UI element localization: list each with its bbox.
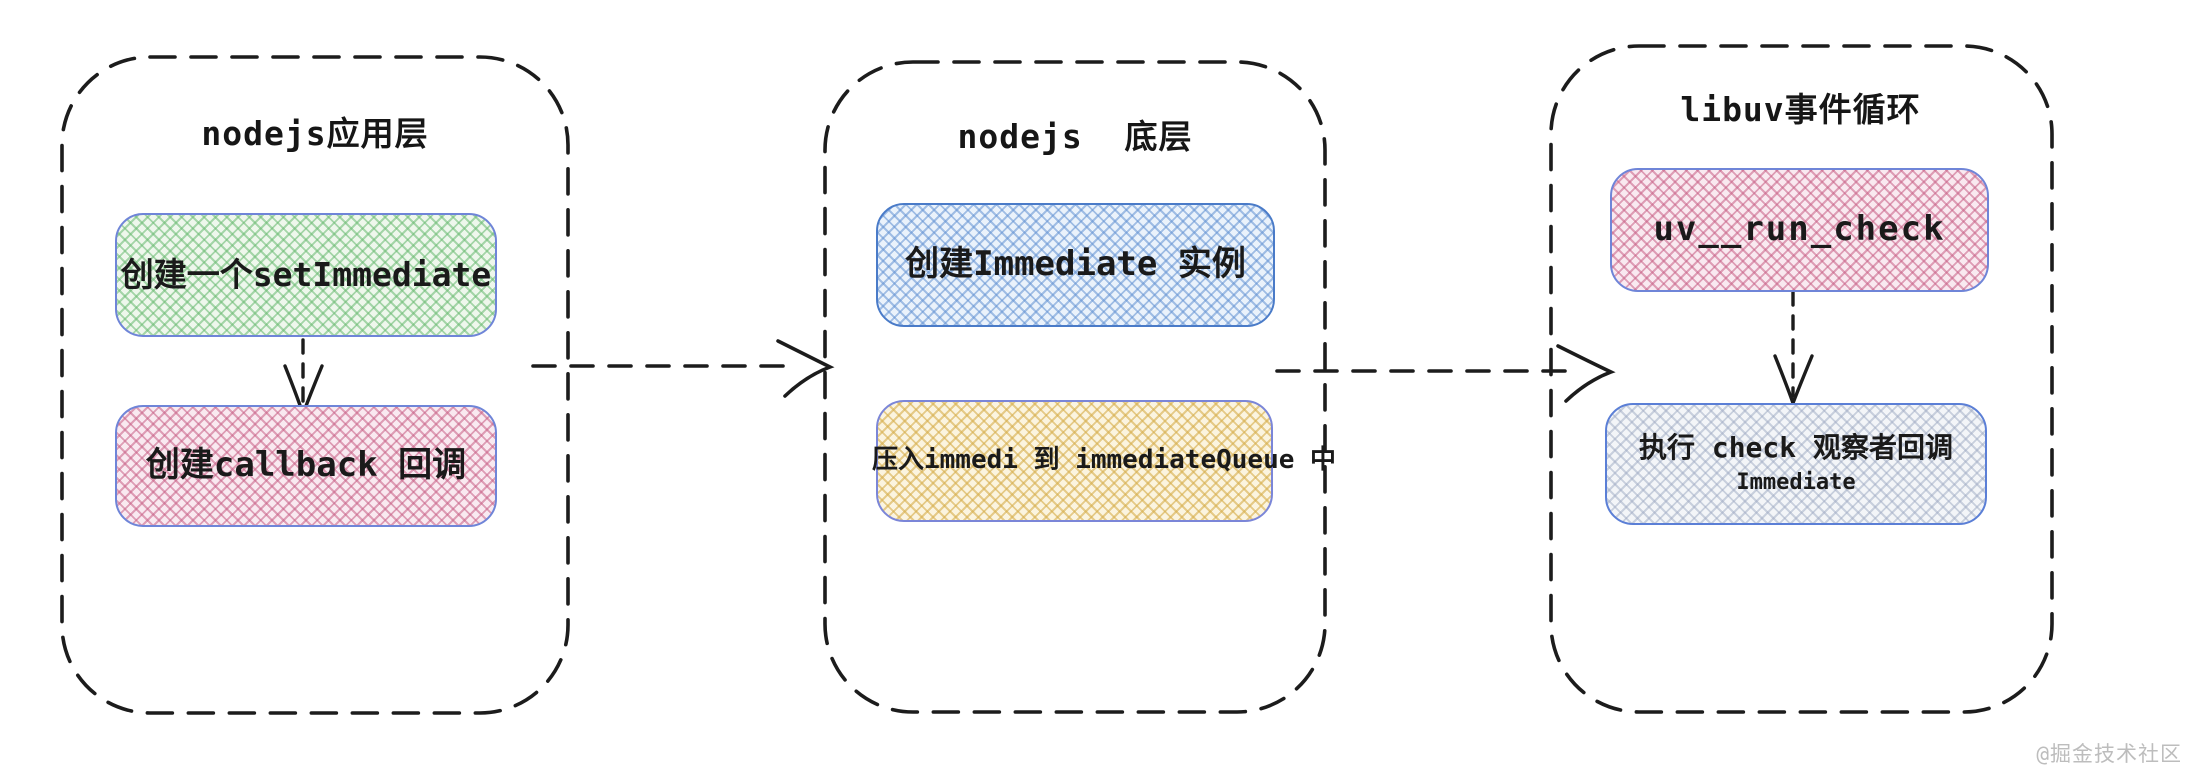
node-label: 创建一个setImmediate [120, 255, 492, 295]
node-sublabel: Immediate [1736, 469, 1856, 495]
group-outline-nodejs-core [823, 60, 1327, 714]
arrow-node-core-to-libuv [1275, 344, 1616, 403]
node-create-immediate-instance: 创建Immediate 实例 [876, 203, 1275, 327]
node-label: 创建Immediate 实例 [905, 244, 1246, 285]
node-push-immediate-queue: 压入immedi 到 immediateQueue 中 [872, 400, 1336, 522]
node-uv-run-check: uv__run_check [1610, 168, 1989, 292]
group-nodejs-core: nodejs 底层 创建Immediate 实例 压入immedi 到 imme… [823, 60, 1336, 713]
group-nodejs-app-layer: nodejs应用层 创建一个setImmediate 创建callback 回调 [60, 55, 570, 715]
arrow-app-layer-to-node-core [531, 339, 835, 398]
group-libuv-loop: libuv事件循环 uv__run_check 执行 check 观察者回调 I… [1548, 45, 2053, 714]
group-outline-libuv-loop [1549, 44, 2054, 714]
node-label: 创建callback 回调 [145, 445, 467, 486]
watermark: @掘金技术社区 [2036, 742, 2182, 766]
group-title-nodejs-core: nodejs 底层 [957, 117, 1193, 156]
group-title-libuv-loop: libuv事件循环 [1680, 90, 1921, 129]
node-label: 压入immedi 到 immediateQueue 中 [872, 445, 1337, 476]
node-label: uv__run_check [1653, 209, 1946, 250]
node-create-callback: 创建callback 回调 [115, 405, 497, 527]
group-title-nodejs-app-layer: nodejs应用层 [201, 114, 429, 153]
node-label: 执行 check 观察者回调 [1638, 430, 1953, 464]
node-exec-check-callback: 执行 check 观察者回调 Immediate [1605, 403, 1987, 525]
node-create-setimmediate: 创建一个setImmediate [115, 213, 497, 337]
group-outline-nodejs-app-layer [60, 55, 570, 715]
